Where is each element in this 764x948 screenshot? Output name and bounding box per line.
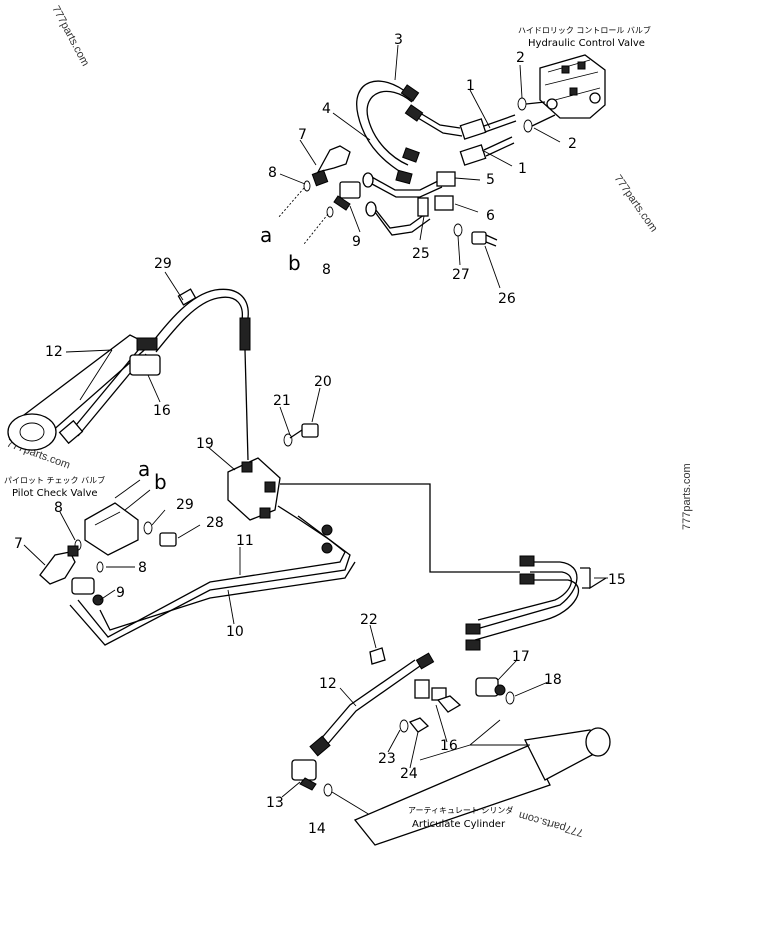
- hose-29: [149, 288, 251, 353]
- caption-pcv-en: Pilot Check Valve: [12, 488, 98, 499]
- label-a-left: a: [138, 457, 150, 481]
- label-29-left: 29: [176, 497, 194, 513]
- o-ring-8-left-b: [96, 561, 104, 573]
- elbow-13: [291, 759, 317, 791]
- tube-elbows-5-6: [362, 171, 456, 236]
- leader-14: [331, 791, 371, 816]
- label-10: 10: [226, 624, 244, 640]
- hydraulic-control-valve: [539, 54, 606, 119]
- caption-pcv-jp: パイロット チェック バルブ: [4, 475, 105, 485]
- washer-21: [283, 433, 293, 447]
- o-ring-2-upper: [517, 97, 527, 111]
- washer-29-left: [143, 521, 153, 535]
- watermark-right-upper: 777parts.com: [612, 173, 660, 234]
- fitting-1-upper: [459, 114, 517, 140]
- watermark-bottom: 777parts.com: [517, 809, 584, 839]
- label-11: 11: [236, 533, 254, 549]
- bracket-16-lower: [414, 679, 462, 713]
- leader-lines: [23, 44, 608, 798]
- label-b-left: b: [154, 470, 167, 494]
- caption-hcv-en: Hydraulic Control Valve: [528, 38, 645, 49]
- pilot-line-29: [244, 349, 249, 461]
- label-28: 28: [206, 515, 224, 531]
- label-6: 6: [486, 208, 495, 224]
- label-25: 25: [412, 246, 430, 262]
- bolt-26: [471, 231, 498, 247]
- watermark-right-middle: 777parts.com: [681, 463, 693, 530]
- label-5: 5: [486, 172, 495, 188]
- watermark-top-left: 777parts.com: [49, 4, 91, 68]
- fitting-1-lower: [459, 136, 515, 166]
- tubes-10-11: [69, 505, 356, 646]
- label-a-top: a: [260, 223, 272, 247]
- elbow-9-left: [71, 577, 104, 606]
- fitting-7-left: [39, 545, 79, 585]
- label-29-top: 29: [154, 256, 172, 272]
- label-2-upper: 2: [516, 50, 525, 66]
- caption-ac-en: Articulate Cylinder: [412, 819, 506, 830]
- label-20: 20: [314, 374, 332, 390]
- label-8-top-b: 8: [322, 262, 331, 278]
- o-ring-2-lower: [523, 119, 533, 133]
- clamp-22: [369, 647, 386, 665]
- articulate-cylinder: [353, 719, 611, 846]
- label-13: 13: [266, 795, 284, 811]
- bracket-25: [417, 197, 429, 217]
- elbow-17: [475, 677, 506, 697]
- label-1-upper: 1: [466, 78, 475, 94]
- label-21: 21: [273, 393, 291, 409]
- label-8-top-a: 8: [268, 165, 277, 181]
- o-ring-14: [323, 783, 333, 797]
- label-8-left-b: 8: [138, 560, 147, 576]
- block-16-left: [129, 337, 161, 376]
- label-16-left: 16: [153, 403, 171, 419]
- caption-ac-jp: アーティキュレート シリンダ: [408, 805, 513, 815]
- line-to-15: [280, 483, 520, 573]
- label-19: 19: [196, 436, 214, 452]
- caption-hcv-jp: ハイドロリック コントロール バルブ: [518, 25, 651, 35]
- label-23: 23: [378, 751, 396, 767]
- o-ring-8-top-a: [303, 180, 311, 192]
- label-27: 27: [452, 267, 470, 283]
- pilot-check-bracket: [84, 502, 139, 556]
- nut-24: [408, 717, 430, 733]
- hoses-15: [465, 555, 607, 651]
- elbow-9-top: [333, 181, 361, 211]
- label-17: 17: [512, 649, 530, 665]
- bolt-28: [159, 532, 177, 547]
- label-7-left: 7: [14, 536, 23, 552]
- label-9-top: 9: [352, 234, 361, 250]
- hose-12-lower: [309, 652, 435, 757]
- bolt-20: [289, 423, 319, 439]
- label-8-left-a: 8: [54, 500, 63, 516]
- label-2-lower: 2: [568, 136, 577, 152]
- label-14: 14: [308, 821, 326, 837]
- o-ring-18: [505, 691, 515, 705]
- label-24: 24: [400, 766, 418, 782]
- label-22: 22: [360, 612, 378, 628]
- label-7-top: 7: [298, 127, 307, 143]
- label-4: 4: [322, 101, 331, 117]
- label-18: 18: [544, 672, 562, 688]
- label-3: 3: [394, 32, 403, 48]
- pilot-check-valve-19: [227, 457, 281, 521]
- o-ring-8-top-b: [326, 206, 334, 218]
- label-15: 15: [608, 572, 626, 588]
- label-12-lower: 12: [319, 676, 337, 692]
- label-16-lower: 16: [440, 738, 458, 754]
- washer-27: [453, 223, 463, 237]
- hose-3: [356, 80, 420, 185]
- fitting-7-top: [311, 145, 351, 187]
- hose-4: [404, 104, 463, 137]
- washer-23: [399, 719, 409, 733]
- label-b-top: b: [288, 251, 301, 275]
- label-12-left: 12: [45, 344, 63, 360]
- label-26: 26: [498, 291, 516, 307]
- label-1-lower: 1: [518, 161, 527, 177]
- label-9-left: 9: [116, 585, 125, 601]
